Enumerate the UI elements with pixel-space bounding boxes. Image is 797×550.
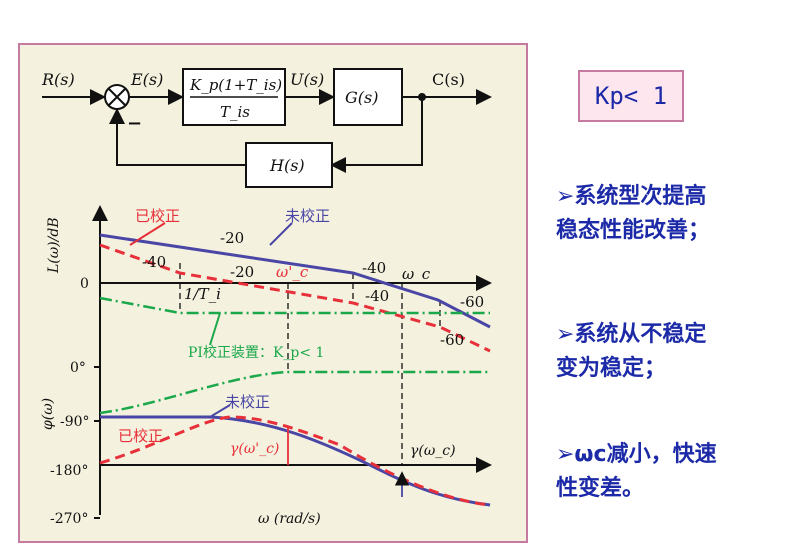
corrected-phase-curve: [99, 415, 491, 507]
input-label: R(s): [41, 70, 75, 89]
feedback-path-out: [109, 108, 246, 166]
corrected-phase-label: 已校正: [118, 427, 163, 445]
phase-tick-90: -90°: [60, 414, 90, 430]
pi-phase-curve: [99, 370, 490, 415]
pi-label: PI校正装置：K_p< 1: [188, 344, 324, 361]
feedback-path-in: [330, 97, 423, 173]
figure-canvas: R(s) E(s) K_p(1+T_is) T_is U(s) G(s) C(s…: [40, 68, 492, 527]
uncorrected-phase-label: 未校正: [225, 393, 270, 411]
controller-denominator: T_is: [220, 103, 250, 121]
pi-magnitude-curve: [99, 296, 490, 315]
bullet-1-line-2: 稳态性能改善；: [556, 218, 711, 243]
plant-block: [333, 68, 403, 126]
gamma-label: γ(ω_c): [410, 443, 456, 459]
bullet-2-line-1: ➢系统从不稳定: [556, 322, 707, 347]
wc-prime-label: ω'_c: [276, 263, 309, 281]
error-label: E(s): [130, 70, 163, 89]
corner-label: 1/T_i: [184, 285, 221, 303]
corrected-pointer: [129, 222, 166, 246]
phase-axis-label: φ(ω): [40, 398, 56, 430]
feedback-label: H(s): [269, 156, 305, 175]
slope-label-4: -40: [362, 259, 386, 277]
bullet-stability: ➢系统从不稳定 变为稳定；: [556, 318, 796, 386]
block-diagram: [42, 68, 492, 188]
output-label: C(s): [432, 70, 465, 89]
slope-label-5: -40: [365, 287, 389, 305]
uncorrected-phase-pointer: [209, 404, 231, 418]
sum-cross-2: [108, 88, 126, 106]
figure-panel: R(s) E(s) K_p(1+T_is) T_is U(s) G(s) C(s…: [18, 43, 528, 543]
controller-numerator: K_p(1+T_is): [189, 76, 282, 94]
slope-label-6: -60: [460, 293, 484, 311]
pi-pointer: [209, 312, 221, 346]
plant-label: G(s): [345, 88, 378, 107]
phase-tick-270: -270°: [50, 511, 88, 527]
mag-axis-label: L(ω)/dB: [46, 217, 62, 274]
bullet-2-line-2: 变为稳定；: [556, 356, 667, 381]
control-label: U(s): [290, 70, 324, 89]
minus-sign: −: [127, 113, 142, 134]
bullet-wc-decrease: ➢ωc减小，快速 性变差。: [556, 438, 796, 506]
bullet-1-line-1: ➢系统型次提高: [556, 184, 707, 209]
bullet-type-improve: ➢系统型次提高 稳态性能改善；: [556, 180, 796, 248]
uncorrected-mag-label: 未校正: [285, 207, 330, 225]
x-axis-label: ω (rad/s): [258, 511, 321, 527]
uncorrected-magnitude-curve: [99, 233, 491, 329]
uncorrected-pointer: [269, 222, 293, 246]
phase-tick-180: -180°: [50, 463, 88, 479]
slope-label-3: -20: [230, 263, 254, 281]
gamma-prime-label: γ(ω'_c): [230, 441, 279, 457]
bullet-3-line-1: ➢ωc减小，快速: [556, 442, 717, 467]
slope-label-7: -60: [440, 331, 464, 349]
mag-zero-label: 0: [80, 276, 89, 292]
phase-tick-0: 0°: [70, 360, 86, 376]
slope-label-1: -20: [220, 229, 244, 247]
wc-label: ω_c: [402, 265, 431, 283]
corrected-magnitude-curve: [99, 243, 491, 353]
slope-label-2: -40: [142, 253, 166, 271]
corrected-mag-label: 已校正: [135, 207, 180, 225]
kp-condition-box: Kp< 1: [578, 70, 684, 122]
bullet-3-line-2: 性变差。: [556, 476, 645, 501]
feedback-block: [245, 142, 333, 188]
